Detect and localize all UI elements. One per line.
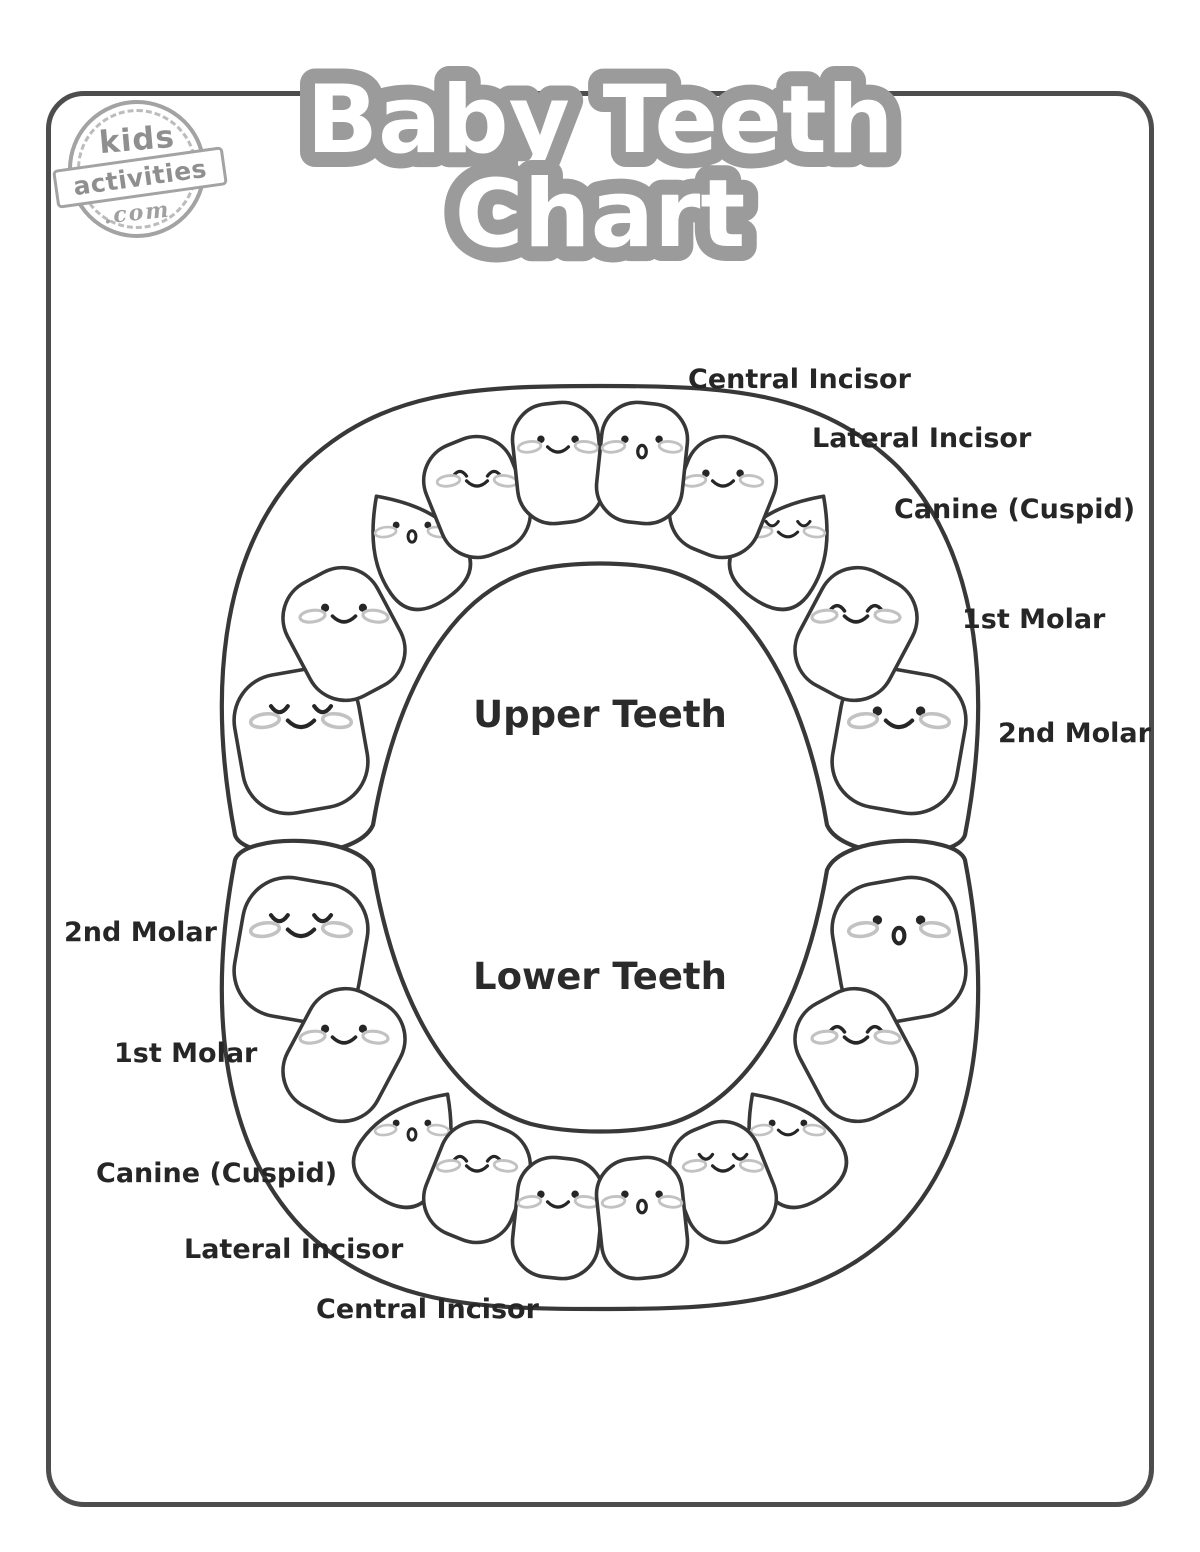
lower-right-2nd-molar: [830, 875, 968, 1025]
upper-right-1st-molar: [793, 565, 919, 703]
lower-right-central-incisor: [594, 1155, 690, 1281]
lower-left-central-incisor: [510, 1155, 606, 1281]
upper-right-lateral-incisor: [667, 434, 779, 560]
lower-right-canine: [747, 1092, 849, 1210]
upper-right-2nd-molar: [830, 666, 968, 816]
label-upper-1st-molar: 1st Molar: [962, 604, 1106, 635]
upper-arch: [219, 383, 981, 857]
page-title-line2: Chart: [455, 160, 746, 269]
upper-right-central-incisor: [594, 400, 690, 526]
upper-teeth-group: [232, 400, 968, 816]
page-border: [46, 91, 1154, 1507]
upper-left-1st-molar: [281, 565, 407, 703]
upper-left-2nd-molar: [232, 666, 370, 816]
label-lower-2nd-molar: 2nd Molar: [64, 917, 218, 948]
label-lower-1st-molar: 1st Molar: [114, 1038, 258, 1069]
upper-arch-label: Upper Teeth: [473, 693, 727, 736]
page-title-line1: Baby Teeth: [306, 66, 893, 175]
label-upper-lateral-incisor: Lateral Incisor: [812, 423, 1032, 454]
lower-arch-label: Lower Teeth: [473, 955, 727, 998]
label-upper-2nd-molar: 2nd Molar: [998, 718, 1152, 749]
lower-left-1st-molar: [281, 986, 407, 1124]
label-lower-canine: Canine (Cuspid): [96, 1158, 337, 1189]
upper-left-lateral-incisor: [421, 434, 533, 560]
label-upper-canine: Canine (Cuspid): [894, 494, 1135, 525]
lower-left-lateral-incisor: [421, 1119, 533, 1245]
kids-activities-logo: kids activities .com: [52, 96, 228, 244]
lower-right-lateral-incisor: [667, 1119, 779, 1245]
lower-teeth-group: [232, 875, 968, 1281]
label-lower-lateral-incisor: Lateral Incisor: [184, 1234, 404, 1265]
lower-right-1st-molar: [793, 986, 919, 1124]
label-lower-central-incisor: Central Incisor: [316, 1294, 540, 1325]
label-upper-central-incisor: Central Incisor: [688, 364, 912, 395]
upper-left-central-incisor: [510, 400, 606, 526]
